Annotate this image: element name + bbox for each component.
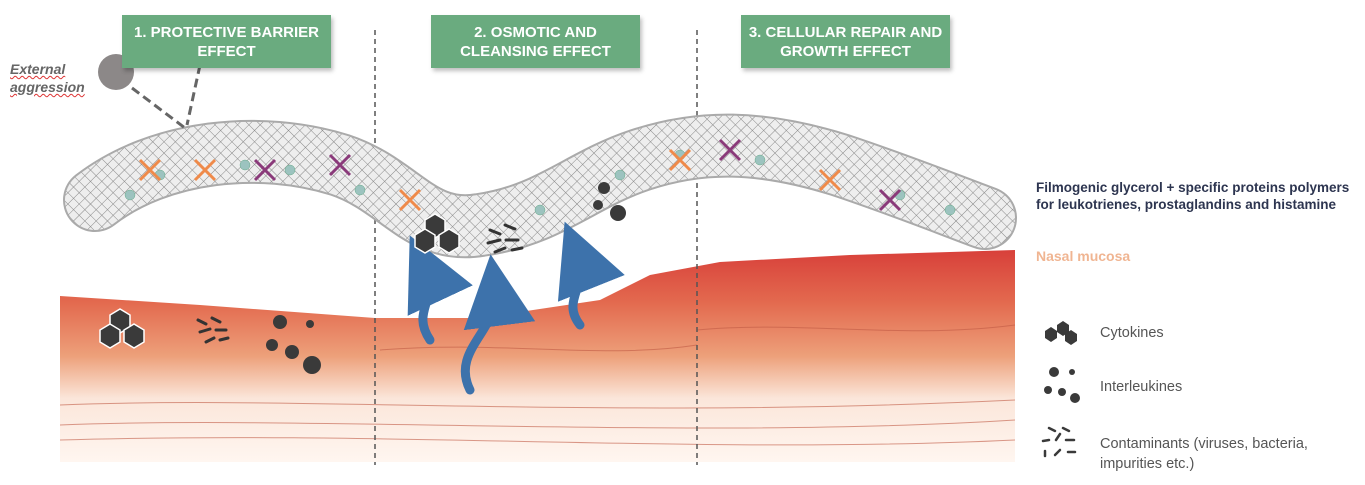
legend-interleukines-label: Interleukines: [1100, 379, 1183, 395]
external-aggression-label: External aggression: [10, 61, 85, 95]
film-molecules: [124, 149, 956, 216]
legend-contaminants-icon: [1041, 426, 1077, 458]
legend-interleukines-icon: [1044, 367, 1080, 403]
nasal-mucosa-tissue: [60, 250, 1015, 462]
step-3-cellular-repair-label: 3. CELLULAR REPAIR AND GROWTH EFFECT: [741, 15, 950, 68]
nasal-mucosa-label: Nasal mucosa: [1036, 248, 1131, 264]
protective-film: [65, 115, 1015, 257]
step-2-osmotic-cleansing-label: 2. OSMOTIC AND CLEANSING EFFECT: [431, 15, 640, 68]
contaminants-icon-group: [196, 223, 524, 344]
legend-contaminants-label: Contaminants (viruses, bacteria, impurit…: [1100, 436, 1308, 472]
legend-cytokines-label: Cytokines: [1100, 325, 1164, 341]
aggression-dashed-arrow: [131, 64, 202, 130]
interleukines-icon-group: [266, 182, 626, 374]
cytokines-icon-group: [99, 213, 460, 349]
legend-cytokines-icon: [1045, 321, 1077, 345]
step-1-protective-barrier-label: 1. PROTECTIVE BARRIER EFFECT: [122, 15, 331, 68]
tissue-fibers: [59, 324, 1016, 446]
film-description: Filmogenic glycerol + specific proteins …: [1036, 180, 1350, 212]
film-crosses: [138, 138, 902, 212]
osmotic-arrows: [407, 221, 625, 395]
